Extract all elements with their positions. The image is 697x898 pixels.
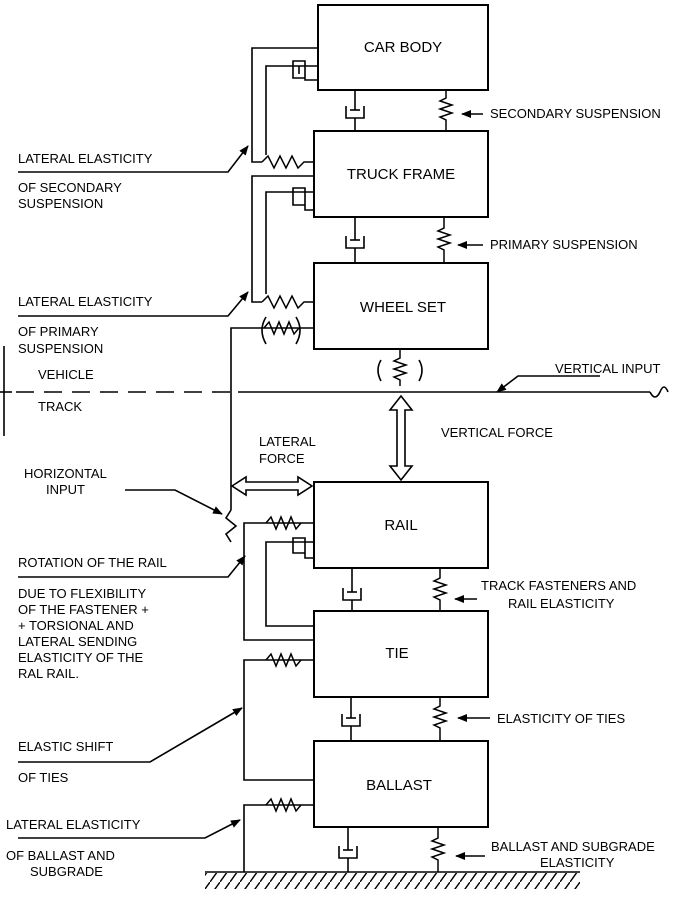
lat-sec-leader — [18, 145, 249, 173]
secondary-suspension-label: SECONDARY SUSPENSION — [490, 106, 661, 121]
due-label-1: DUE TO FLEXIBILITY — [18, 586, 146, 601]
due-label-5: ELASTICITY OF THE — [18, 650, 144, 665]
track-fasteners-label-2: RAIL ELASTICITY — [508, 596, 615, 611]
vertical-input-label: VERTICAL INPUT — [555, 361, 661, 376]
rail-damper — [342, 568, 362, 611]
track-fasteners-label-1: TRACK FASTENERS AND — [481, 578, 636, 593]
vertical-force-label: VERTICAL FORCE — [441, 425, 553, 440]
lateral-force-arrow — [230, 475, 314, 497]
ballast-damper — [338, 827, 358, 872]
elastic-shift-label-1: ELASTIC SHIFT — [18, 739, 113, 754]
horizontal-input-label-1: HORIZONTAL — [24, 466, 107, 481]
elastic-shift-label-2: OF TIES — [18, 770, 69, 785]
tie-lateral-link — [243, 652, 314, 781]
ballast-spring — [429, 827, 447, 872]
tie-damper — [341, 697, 361, 741]
horizontal-input-leader — [125, 489, 223, 515]
car-body-block: CAR BODY — [317, 4, 489, 91]
lat-sec-label-2: OF SECONDARY — [18, 180, 122, 195]
contact-paren-left — [377, 359, 382, 382]
secondary-damper — [345, 90, 365, 131]
lat-pri-leader — [18, 291, 249, 317]
lat-ballast-label-1: LATERAL ELASTICITY — [6, 817, 141, 832]
vertical-input-leader — [496, 375, 600, 393]
due-label-2: OF THE FASTENER + — [18, 602, 149, 617]
ballast-subgrade-label-2: ELASTICITY — [540, 855, 615, 870]
vehicle-track-divider — [0, 346, 669, 436]
secondary-spring — [437, 90, 455, 131]
ballast-label: BALLAST — [366, 777, 432, 794]
primary-spring — [435, 217, 453, 263]
lat-ballast-leader — [18, 819, 241, 839]
rail-block: RAIL — [313, 481, 489, 569]
ballast-lateral-link — [243, 797, 314, 872]
wheel-rail-lateral-link — [224, 316, 314, 543]
lat-ballast-label-2: OF BALLAST AND — [6, 848, 115, 863]
ballast-block: BALLAST — [313, 740, 489, 828]
wheel-set-block: WHEEL SET — [313, 262, 489, 350]
ground — [205, 871, 580, 889]
due-label-4: LATERAL SENDING — [18, 634, 137, 649]
truck-frame-block: TRUCK FRAME — [313, 130, 489, 218]
horizontal-input-label-2: INPUT — [46, 482, 85, 497]
due-label-6: RAL RAIL. — [18, 666, 79, 681]
primary-lateral-link — [251, 175, 314, 310]
truck-frame-label: TRUCK FRAME — [347, 166, 455, 183]
wheel-set-label: WHEEL SET — [360, 299, 446, 316]
vertical-force-arrow — [388, 394, 414, 482]
rail-fastener-spring — [431, 568, 449, 611]
primary-damper — [345, 217, 365, 263]
lat-ballast-label-3: SUBGRADE — [30, 864, 103, 879]
secondary-lateral-link — [251, 47, 318, 170]
rotation-rail-leader — [18, 555, 246, 578]
lat-sec-label-1: LATERAL ELASTICITY — [18, 151, 153, 166]
lat-sec-label-3: SUSPENSION — [18, 196, 103, 211]
lat-pri-label-3: SUSPENSION — [18, 341, 103, 356]
tie-label: TIE — [385, 645, 408, 662]
track-label: TRACK — [38, 399, 82, 414]
elasticity-ties-label: ELASTICITY OF TIES — [497, 711, 625, 726]
car-body-label: CAR BODY — [364, 39, 442, 56]
ballast-subgrade-label-1: BALLAST AND SUBGRADE — [491, 839, 655, 854]
due-label-3: + TORSIONAL AND — [18, 618, 134, 633]
elastic-shift-leader — [18, 707, 243, 763]
rail-lateral-link — [243, 515, 314, 641]
rail-label: RAIL — [384, 517, 417, 534]
primary-suspension-label: PRIMARY SUSPENSION — [490, 237, 638, 252]
lat-pri-label-2: OF PRIMARY — [18, 324, 99, 339]
lat-pri-label-1: LATERAL ELASTICITY — [18, 294, 153, 309]
contact-spring — [391, 349, 409, 386]
vehicle-label: VEHICLE — [38, 367, 94, 382]
tie-block: TIE — [313, 610, 489, 698]
rotation-rail-label: ROTATION OF THE RAIL — [18, 555, 167, 570]
lateral-force-label-2: FORCE — [259, 451, 305, 466]
lateral-force-label-1: LATERAL — [259, 434, 316, 449]
tie-spring — [431, 697, 449, 741]
contact-paren-right — [418, 359, 423, 382]
